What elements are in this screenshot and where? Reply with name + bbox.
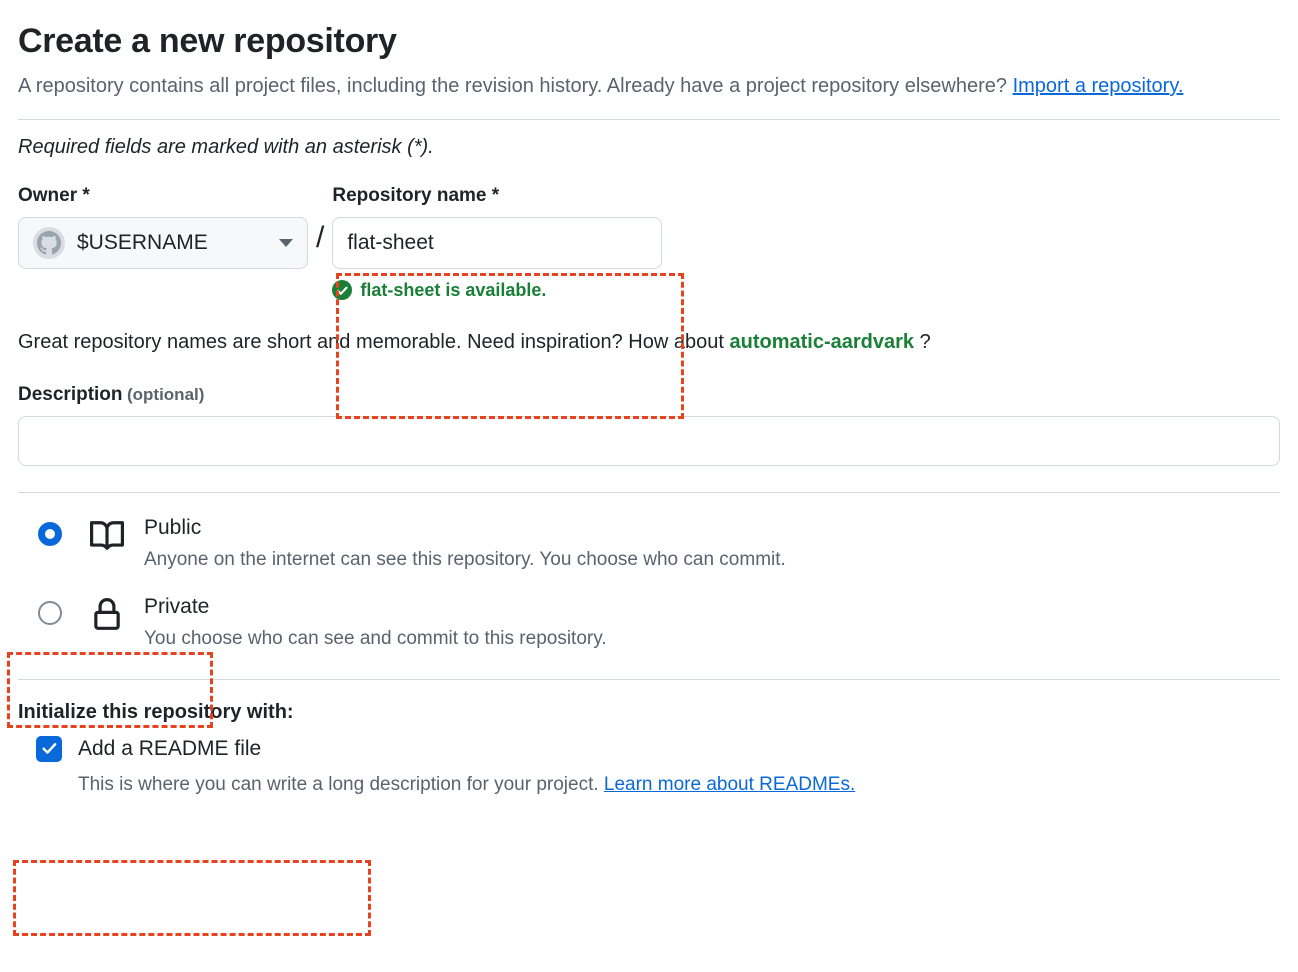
- add-readme-checkbox[interactable]: [36, 735, 62, 762]
- owner-and-name-row: Owner * $USERNAME / Repository name *: [18, 185, 1280, 301]
- owner-field-group: Owner * $USERNAME: [18, 185, 308, 269]
- check-circle-icon: [332, 280, 353, 301]
- public-description: Anyone on the internet can see this repo…: [144, 549, 786, 571]
- owner-name-value: $USERNAME: [77, 230, 208, 254]
- repository-name-suggestion: Great repository names are short and mem…: [18, 331, 1280, 354]
- readme-description: This is where you can write a long descr…: [78, 774, 1280, 796]
- repository-name-field-group: Repository name * flat-sheet is availabl…: [332, 185, 663, 301]
- description-field-group: Description (optional): [18, 384, 1280, 466]
- add-readme-label: Add a README file: [78, 736, 262, 760]
- suggestion-suffix: ?: [914, 330, 931, 353]
- description-input[interactable]: [18, 415, 1280, 466]
- private-radio[interactable]: [38, 600, 62, 625]
- repository-name-label: Repository name *: [332, 185, 500, 207]
- visibility-option-public[interactable]: Public Anyone on the internet can see th…: [18, 515, 1280, 572]
- public-title: Public: [144, 515, 202, 539]
- divider-visibility: [18, 491, 1280, 493]
- lock-icon: [90, 597, 124, 637]
- github-octocat-avatar-icon: [33, 226, 65, 259]
- repository-name-input[interactable]: [332, 216, 663, 269]
- private-option-text: Private You choose who can see and commi…: [144, 594, 607, 651]
- intro-text: A repository contains all project files,…: [18, 75, 1013, 98]
- private-title: Private: [144, 594, 210, 618]
- create-repository-page: Create a new repository A repository con…: [0, 22, 1298, 972]
- divider-initialize: [18, 678, 1280, 680]
- chevron-down-icon: [279, 238, 293, 247]
- import-repository-link[interactable]: Import a repository.: [1012, 75, 1184, 98]
- description-label: Description: [18, 383, 123, 405]
- description-optional-hint: (optional): [126, 384, 205, 404]
- availability-text: flat-sheet is available.: [360, 279, 547, 300]
- page-intro-text: A repository contains all project files,…: [18, 67, 1198, 105]
- page-title: Create a new repository: [18, 22, 397, 60]
- readme-checkbox-row[interactable]: Add a README file: [18, 735, 1280, 762]
- owner-label: Owner *: [18, 185, 90, 207]
- learn-more-readmes-link[interactable]: Learn more about READMEs.: [603, 773, 856, 795]
- visibility-option-private[interactable]: Private You choose who can see and commi…: [18, 594, 1280, 651]
- repository-availability-message: flat-sheet is available.: [332, 280, 662, 301]
- initialize-section-title: Initialize this repository with:: [18, 700, 294, 723]
- owner-name-separator: /: [316, 221, 325, 255]
- suggested-repository-name[interactable]: automatic-aardvark: [729, 330, 915, 353]
- suggestion-prefix: Great repository names are short and mem…: [18, 330, 730, 353]
- readme-description-text: This is where you can write a long descr…: [78, 773, 604, 795]
- public-option-text: Public Anyone on the internet can see th…: [144, 515, 786, 572]
- owner-select[interactable]: $USERNAME: [18, 216, 308, 269]
- private-description: You choose who can see and commit to thi…: [144, 628, 607, 650]
- repo-book-icon: [90, 519, 125, 558]
- divider-top: [18, 119, 1280, 121]
- annotation-box-initialize-readme: [13, 860, 371, 936]
- public-radio[interactable]: [38, 521, 62, 546]
- required-fields-note: Required fields are marked with an aster…: [18, 136, 434, 159]
